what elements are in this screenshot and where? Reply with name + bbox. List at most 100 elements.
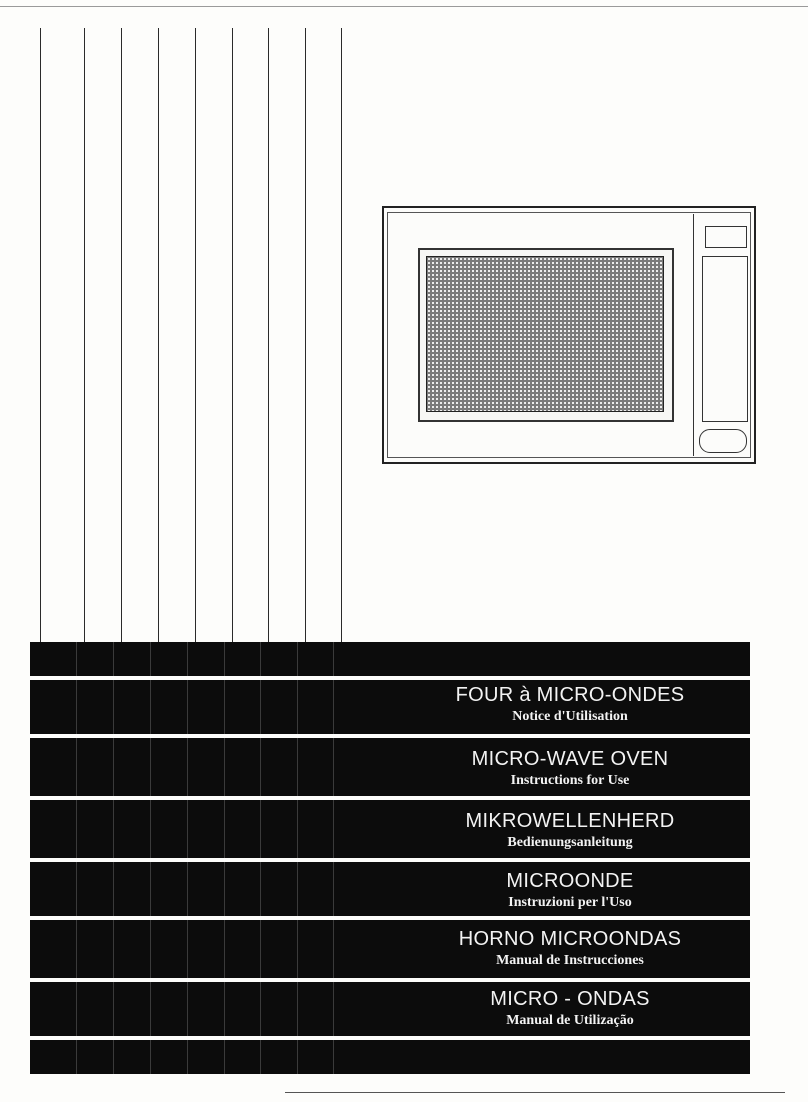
band-column-divider — [113, 862, 114, 916]
band-column-divider — [113, 738, 114, 796]
stripe-line — [305, 28, 306, 658]
band-column-divider — [187, 982, 188, 1036]
band-subtitle: Bedienungsanleitung — [507, 835, 633, 850]
stripe-line — [341, 28, 342, 658]
band-column-divider — [224, 800, 225, 858]
band-french: FOUR à MICRO-ONDES Notice d'Utilisation — [30, 680, 750, 734]
band-column-divider — [187, 800, 188, 858]
band-column-divider — [113, 1040, 114, 1074]
band-column-divider — [297, 862, 298, 916]
oven-window-mesh — [426, 256, 664, 412]
band-column-divider — [297, 982, 298, 1036]
band-column-divider — [333, 1040, 334, 1074]
band-column-divider — [150, 1040, 151, 1074]
band-column-divider — [260, 642, 261, 676]
band-column-dividers — [30, 920, 340, 978]
band-column-divider — [150, 800, 151, 858]
band-column-divider — [224, 642, 225, 676]
band-column-divider — [113, 920, 114, 978]
band-column-divider — [297, 680, 298, 734]
band-column-divider — [187, 920, 188, 978]
band-column-divider — [297, 738, 298, 796]
band-title: MICRO-WAVE OVEN — [471, 748, 669, 770]
band-blank-top — [30, 642, 750, 676]
band-column-divider — [187, 862, 188, 916]
bottom-rule — [285, 1092, 785, 1093]
band-portuguese: MICRO - ONDAS Manual de Utilização — [30, 982, 750, 1036]
band-column-divider — [187, 1040, 188, 1074]
band-column-divider — [113, 800, 114, 858]
band-column-divider — [260, 1040, 261, 1074]
band-column-dividers — [30, 1040, 340, 1074]
band-column-divider — [297, 920, 298, 978]
band-column-divider — [150, 738, 151, 796]
band-column-dividers — [30, 642, 340, 676]
band-column-divider — [76, 920, 77, 978]
stripe-line — [40, 28, 41, 658]
band-column-divider — [333, 982, 334, 1036]
stripe-line — [232, 28, 233, 658]
band-column-divider — [260, 680, 261, 734]
band-column-divider — [333, 680, 334, 734]
band-spanish: HORNO MICROONDAS Manual de Instrucciones — [30, 920, 750, 978]
stripe-line — [121, 28, 122, 658]
band-column-divider — [297, 800, 298, 858]
band-column-divider — [76, 680, 77, 734]
band-column-divider — [333, 920, 334, 978]
band-column-divider — [76, 642, 77, 676]
band-column-divider — [333, 862, 334, 916]
band-subtitle: Manual de Instrucciones — [496, 953, 644, 968]
oven-panel-divider — [693, 214, 694, 456]
band-column-divider — [76, 800, 77, 858]
band-column-divider — [76, 738, 77, 796]
band-column-divider — [260, 862, 261, 916]
stripe-line — [84, 28, 85, 658]
band-title: MICROONDE — [506, 870, 634, 892]
band-column-dividers — [30, 862, 340, 916]
band-title: MIKROWELLENHERD — [465, 810, 675, 832]
band-subtitle: Instruzioni per l'Uso — [508, 895, 632, 910]
band-column-divider — [224, 920, 225, 978]
oven-inner-frame — [387, 212, 751, 458]
band-column-divider — [333, 738, 334, 796]
band-english: MICRO-WAVE OVEN Instructions for Use — [30, 738, 750, 796]
oven-control-panel — [702, 256, 748, 422]
band-column-divider — [76, 1040, 77, 1074]
oven-display — [705, 226, 747, 248]
band-column-divider — [76, 982, 77, 1036]
band-column-divider — [224, 738, 225, 796]
band-subtitle: Notice d'Utilisation — [512, 709, 628, 724]
band-column-divider — [333, 642, 334, 676]
band-column-divider — [76, 862, 77, 916]
band-title: FOUR à MICRO-ONDES — [455, 684, 685, 706]
band-column-divider — [150, 982, 151, 1036]
stripe-line — [268, 28, 269, 658]
oven-door-button — [699, 429, 747, 453]
band-title: MICRO - ONDAS — [490, 988, 650, 1010]
band-column-divider — [187, 642, 188, 676]
band-subtitle: Instructions for Use — [510, 773, 630, 788]
band-column-divider — [113, 642, 114, 676]
band-column-divider — [187, 680, 188, 734]
band-column-divider — [224, 862, 225, 916]
band-title: HORNO MICROONDAS — [458, 928, 682, 950]
band-blank-bottom — [30, 1040, 750, 1074]
top-rule — [0, 6, 808, 7]
band-subtitle: Manual de Utilização — [506, 1013, 634, 1028]
stripe-line — [158, 28, 159, 658]
band-column-dividers — [30, 800, 340, 858]
band-column-divider — [260, 920, 261, 978]
band-column-divider — [297, 1040, 298, 1074]
band-column-divider — [260, 800, 261, 858]
band-column-divider — [187, 738, 188, 796]
band-german: MIKROWELLENHERD Bedienungsanleitung — [30, 800, 750, 858]
band-column-divider — [260, 738, 261, 796]
band-column-divider — [224, 680, 225, 734]
band-column-divider — [113, 982, 114, 1036]
band-italian: MICROONDE Instruzioni per l'Uso — [30, 862, 750, 916]
band-column-divider — [150, 920, 151, 978]
language-bands: FOUR à MICRO-ONDES Notice d'Utilisation … — [30, 642, 750, 1074]
band-column-divider — [150, 680, 151, 734]
band-column-dividers — [30, 738, 340, 796]
band-column-divider — [297, 642, 298, 676]
